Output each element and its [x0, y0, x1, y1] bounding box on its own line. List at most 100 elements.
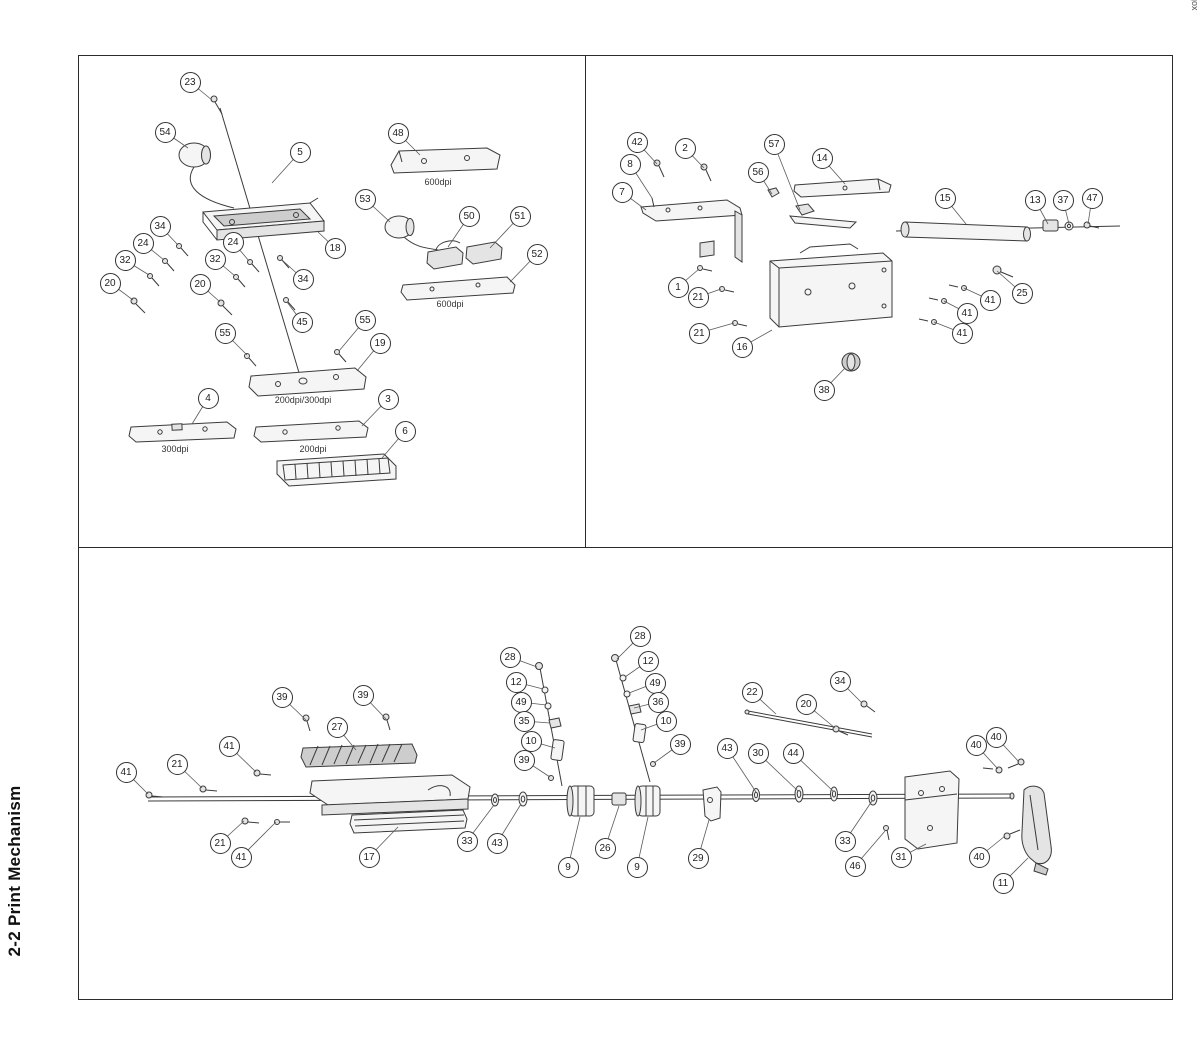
part-bracket-48	[390, 147, 501, 174]
part-washer-43b	[752, 788, 760, 802]
callout-51: 51	[509, 205, 531, 227]
callout-14: 14	[811, 147, 833, 169]
callout-55: 55	[354, 309, 376, 331]
callout-39: 39	[669, 733, 691, 755]
screw-set-mid	[217, 255, 296, 316]
callout-37: 37	[1052, 189, 1074, 211]
part-screw-21b	[732, 320, 748, 327]
callout-34: 34	[149, 215, 171, 237]
callout-34: 34	[829, 670, 851, 692]
callout-18: 18	[324, 237, 346, 259]
callout-40: 40	[968, 846, 990, 868]
callout-41: 41	[956, 302, 978, 324]
callout-41: 41	[979, 289, 1001, 311]
part-connector-51	[465, 241, 503, 265]
part-screw-42	[653, 159, 665, 178]
part-pin-46	[883, 825, 890, 841]
callout-33: 33	[456, 830, 478, 852]
callout-15: 15	[934, 187, 956, 209]
callout-7: 7	[611, 181, 633, 203]
callout-26: 26	[594, 837, 616, 859]
callout-39: 39	[271, 686, 293, 708]
part-washer-30	[794, 785, 804, 803]
part-clip-57	[788, 203, 858, 229]
callout-50: 50	[458, 205, 480, 227]
callout-22: 22	[741, 681, 763, 703]
callout-49: 49	[510, 691, 532, 713]
callout-1: 1	[667, 276, 689, 298]
callout-8: 8	[619, 153, 641, 175]
callout-17: 17	[358, 846, 380, 868]
part-screw-39b	[382, 713, 391, 731]
part-washer-33b	[868, 790, 878, 806]
callout-41: 41	[218, 735, 240, 757]
part-bracket-31	[904, 770, 960, 850]
panel-bottom	[78, 547, 1173, 1000]
callout-10: 10	[655, 710, 677, 732]
callout-16: 16	[731, 336, 753, 358]
dpi-label: 300dpi	[161, 444, 189, 454]
leader-line-57	[773, 143, 801, 211]
callout-34: 34	[292, 268, 314, 290]
part-frame-16	[769, 243, 893, 328]
part-bar-14	[793, 178, 892, 198]
callout-44: 44	[782, 742, 804, 764]
part-plate-52	[400, 276, 516, 301]
part-gear-9a	[566, 785, 595, 817]
callout-31: 31	[890, 846, 912, 868]
dpi-label: 200dpi	[299, 444, 327, 454]
callout-3: 3	[377, 388, 399, 410]
part-screw-41b	[928, 297, 947, 304]
part-screw-55b	[334, 349, 347, 363]
callout-43: 43	[486, 832, 508, 854]
callout-41: 41	[951, 322, 973, 344]
callout-9: 9	[557, 856, 579, 878]
callout-21: 21	[209, 832, 231, 854]
callout-55: 55	[214, 322, 236, 344]
callout-29: 29	[687, 847, 709, 869]
callout-54: 54	[154, 121, 176, 143]
callout-41: 41	[115, 761, 137, 783]
callout-12: 12	[637, 650, 659, 672]
callout-36: 36	[647, 691, 669, 713]
callout-49: 49	[644, 672, 666, 694]
part-motor-53	[384, 215, 439, 251]
callout-47: 47	[1081, 187, 1103, 209]
callout-21: 21	[687, 286, 709, 308]
part-screw-25	[992, 265, 1014, 278]
callout-25: 25	[1011, 282, 1033, 304]
callout-45: 45	[291, 311, 313, 333]
part-screw-47	[1083, 221, 1100, 229]
part-screw-23	[210, 95, 223, 115]
part-frame-6	[276, 453, 397, 487]
part-bracket-4	[128, 421, 237, 443]
part-bracket-19	[248, 367, 367, 397]
callout-52: 52	[526, 243, 548, 265]
callout-10: 10	[520, 730, 542, 752]
callout-19: 19	[369, 332, 391, 354]
callout-41: 41	[230, 846, 252, 868]
callout-48: 48	[387, 122, 409, 144]
callout-24: 24	[222, 231, 244, 253]
callout-30: 30	[747, 742, 769, 764]
part-spring-stack-left	[535, 662, 565, 787]
callout-40: 40	[965, 734, 987, 756]
part-printhead-carriage	[202, 197, 325, 241]
callout-28: 28	[499, 646, 521, 668]
part-clip-56	[767, 187, 780, 198]
part-washer-33a	[491, 793, 499, 807]
part-screw-40a	[982, 766, 1003, 774]
callout-5: 5	[289, 141, 311, 163]
callout-20: 20	[795, 693, 817, 715]
callout-4: 4	[197, 387, 219, 409]
callout-23: 23	[179, 71, 201, 93]
callout-11: 11	[992, 872, 1014, 894]
part-screw-1	[697, 265, 713, 272]
callout-32: 32	[204, 248, 226, 270]
dpi-label: 200dpi/300dpi	[274, 395, 332, 405]
callout-6: 6	[394, 420, 416, 442]
callout-2: 2	[674, 137, 696, 159]
part-washer-43a	[518, 791, 528, 807]
